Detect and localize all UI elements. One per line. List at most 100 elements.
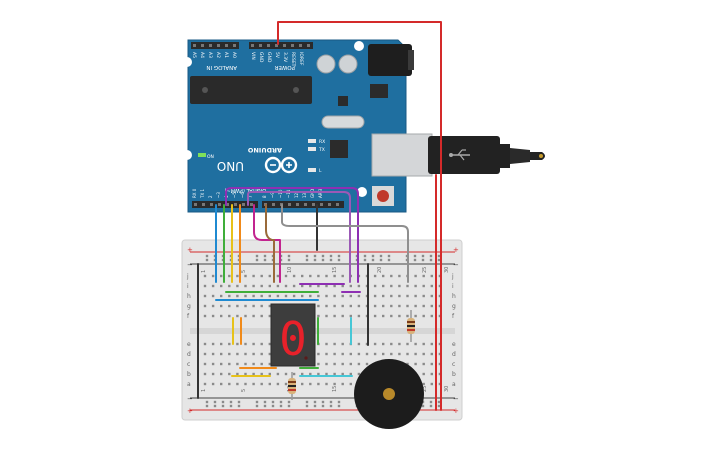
breadboard-hole[interactable] xyxy=(379,254,383,258)
breadboard-hole[interactable] xyxy=(438,274,442,278)
breadboard-hole[interactable] xyxy=(429,254,433,258)
breadboard-hole[interactable] xyxy=(406,362,409,366)
breadboard-hole[interactable] xyxy=(333,284,336,288)
breadboard-hole[interactable] xyxy=(203,382,207,386)
breadboard-hole[interactable] xyxy=(236,352,239,356)
breadboard-hole[interactable] xyxy=(349,382,352,386)
breadboard-hole[interactable] xyxy=(429,258,433,262)
breadboard-hole[interactable] xyxy=(337,258,341,262)
breadboard-hole[interactable] xyxy=(325,294,328,298)
breadboard-hole[interactable] xyxy=(430,274,433,278)
breadboard-hole[interactable] xyxy=(211,304,215,308)
breadboard-hole[interactable] xyxy=(349,352,352,356)
breadboard-hole[interactable] xyxy=(260,352,263,356)
breadboard-hole[interactable] xyxy=(325,304,328,308)
breadboard-hole[interactable] xyxy=(287,404,291,408)
piezo-buzzer[interactable] xyxy=(354,359,424,429)
wire-purple[interactable] xyxy=(225,187,359,283)
breadboard-hole[interactable] xyxy=(349,372,352,376)
breadboard-hole[interactable] xyxy=(422,372,425,376)
breadboard-hole[interactable] xyxy=(414,352,417,356)
breadboard-hole[interactable] xyxy=(325,274,328,278)
breadboard-hole[interactable] xyxy=(229,400,233,404)
breadboard-hole[interactable] xyxy=(430,352,433,356)
breadboard-hole[interactable] xyxy=(284,382,288,386)
breadboard-hole[interactable] xyxy=(228,352,231,356)
breadboard-hole[interactable] xyxy=(228,294,231,298)
breadboard-hole[interactable] xyxy=(390,294,393,298)
breadboard-hole[interactable] xyxy=(220,314,223,318)
breadboard-hole[interactable] xyxy=(341,352,344,356)
breadboard-hole[interactable] xyxy=(236,382,239,386)
breadboard-hole[interactable] xyxy=(276,274,280,278)
breadboard-hole[interactable] xyxy=(430,382,433,386)
breadboard-hole[interactable] xyxy=(260,284,263,288)
breadboard-hole[interactable] xyxy=(211,362,215,366)
breadboard-hole[interactable] xyxy=(203,352,207,356)
breadboard-hole[interactable] xyxy=(205,400,209,404)
breadboard-hole[interactable] xyxy=(228,362,231,366)
breadboard-hole[interactable] xyxy=(221,404,225,408)
breadboard-hole[interactable] xyxy=(292,372,296,376)
breadboard-hole[interactable] xyxy=(263,254,267,258)
breadboard-hole[interactable] xyxy=(236,362,239,366)
breadboard-hole[interactable] xyxy=(268,352,271,356)
breadboard-hole[interactable] xyxy=(429,400,433,404)
breadboard-hole[interactable] xyxy=(211,284,215,288)
breadboard-hole[interactable] xyxy=(317,314,320,318)
breadboard-hole[interactable] xyxy=(325,372,328,376)
breadboard-hole[interactable] xyxy=(268,362,271,366)
breadboard-hole[interactable] xyxy=(430,362,433,366)
breadboard-hole[interactable] xyxy=(357,284,361,288)
breadboard-hole[interactable] xyxy=(333,314,336,318)
breadboard-hole[interactable] xyxy=(211,314,215,318)
breadboard-hole[interactable] xyxy=(414,284,417,288)
breadboard-hole[interactable] xyxy=(349,304,352,308)
breadboard-hole[interactable] xyxy=(373,304,377,308)
breadboard-hole[interactable] xyxy=(329,258,333,262)
breadboard-hole[interactable] xyxy=(333,362,336,366)
header-pin[interactable] xyxy=(299,44,302,47)
breadboard-hole[interactable] xyxy=(357,304,361,308)
breadboard-hole[interactable] xyxy=(268,284,271,288)
breadboard-hole[interactable] xyxy=(271,400,275,404)
breadboard-hole[interactable] xyxy=(333,382,336,386)
breadboard-hole[interactable] xyxy=(430,284,433,288)
breadboard-hole[interactable] xyxy=(255,404,259,408)
breadboard-hole[interactable] xyxy=(309,274,312,278)
power-jack[interactable] xyxy=(368,44,412,76)
header-pin[interactable] xyxy=(328,203,331,206)
breadboard-hole[interactable] xyxy=(237,404,241,408)
breadboard-hole[interactable] xyxy=(292,274,296,278)
breadboard-hole[interactable] xyxy=(268,294,271,298)
breadboard-hole[interactable] xyxy=(244,382,247,386)
wire-magenta[interactable] xyxy=(253,204,281,283)
breadboard-hole[interactable] xyxy=(341,294,344,298)
breadboard-hole[interactable] xyxy=(398,284,401,288)
breadboard-hole[interactable] xyxy=(406,352,409,356)
breadboard-hole[interactable] xyxy=(309,382,312,386)
breadboard-hole[interactable] xyxy=(357,294,361,298)
resistor-bottom[interactable] xyxy=(288,372,296,400)
header-pin[interactable] xyxy=(312,203,315,206)
breadboard-hole[interactable] xyxy=(325,382,328,386)
breadboard-hole[interactable] xyxy=(236,294,239,298)
breadboard-hole[interactable] xyxy=(317,362,320,366)
breadboard-hole[interactable] xyxy=(333,304,336,308)
header-pin[interactable] xyxy=(201,44,204,47)
header-pin[interactable] xyxy=(320,203,323,206)
breadboard-hole[interactable] xyxy=(268,342,271,346)
breadboard-hole[interactable] xyxy=(317,304,320,308)
breadboard-hole[interactable] xyxy=(228,372,231,376)
breadboard-hole[interactable] xyxy=(341,362,344,366)
breadboard-hole[interactable] xyxy=(211,372,215,376)
breadboard-hole[interactable] xyxy=(390,342,393,346)
header-pin[interactable] xyxy=(304,203,307,206)
breadboard-hole[interactable] xyxy=(398,274,401,278)
power-header[interactable] xyxy=(249,42,313,49)
breadboard-hole[interactable] xyxy=(398,314,401,318)
breadboard-hole[interactable] xyxy=(213,400,217,404)
breadboard-hole[interactable] xyxy=(437,404,441,408)
breadboard-hole[interactable] xyxy=(390,304,393,308)
breadboard-hole[interactable] xyxy=(263,258,267,262)
